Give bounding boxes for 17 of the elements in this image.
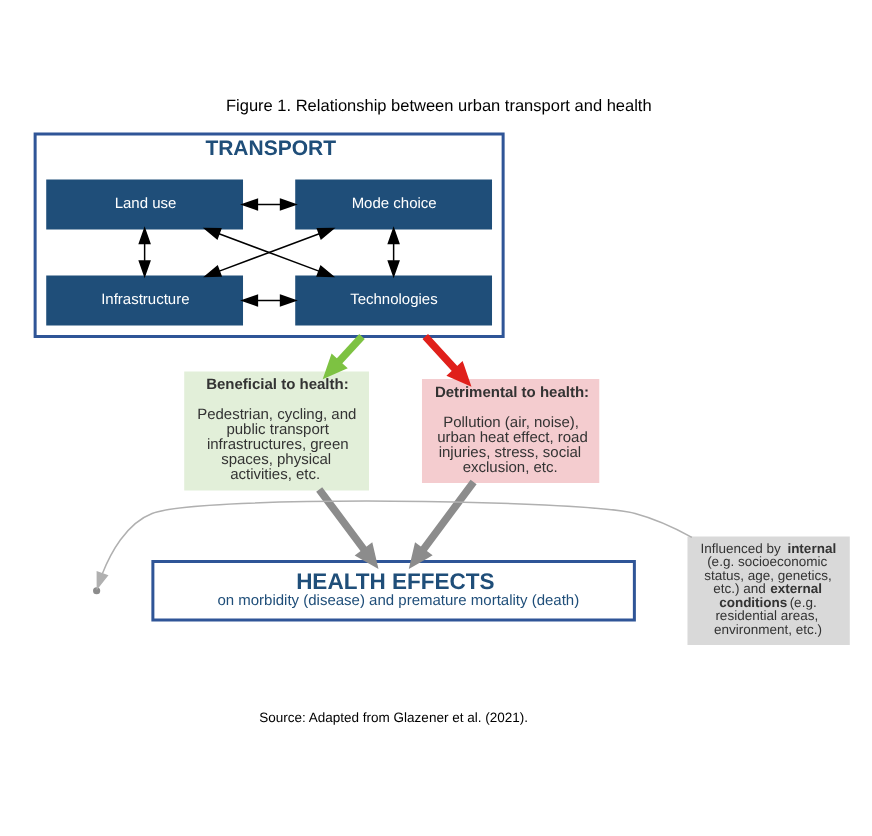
arrow (240, 197, 298, 210)
node-box: Beneficial to health: Pedestrian, cycling, and public transport infrastructures, green spaces, physical activities, etc. (184, 370, 370, 490)
arrow (322, 332, 365, 379)
arrow (138, 225, 151, 278)
arrow (316, 486, 379, 568)
arrow (387, 225, 400, 278)
node-box: Detrimental to health: Pollution (air, noise), urban heat effect, road injuries, stress, social exclusion, etc. (422, 378, 600, 482)
node-box: HEALTH EFFECTS on morbidity (disease) and premature mortality (death) (151, 559, 636, 621)
arrow (422, 332, 472, 386)
node-box: Infrastructure (46, 274, 244, 325)
arrow (240, 293, 298, 306)
arrow (96, 499, 693, 590)
node-box: Technologies (295, 274, 493, 325)
arrow (408, 478, 477, 568)
node-box: Land use (46, 178, 244, 229)
diagram-title: Figure 1. Relationship between urban transport and health (226, 96, 652, 115)
node-box: Mode choice (295, 178, 493, 229)
